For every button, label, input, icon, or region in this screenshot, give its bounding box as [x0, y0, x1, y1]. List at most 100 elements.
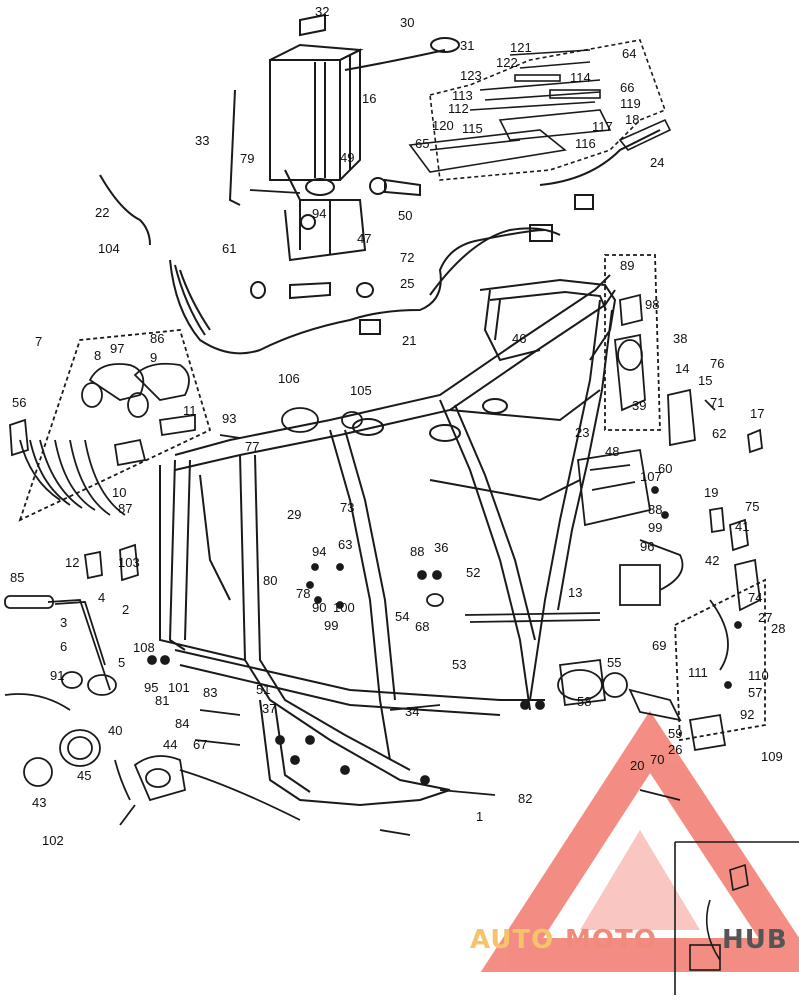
bolt-shafts: [119, 189, 681, 836]
callout-32: 32: [315, 4, 329, 19]
callout-56: 56: [12, 395, 26, 410]
callout-57: 57: [748, 685, 762, 700]
frame-assembly: [159, 274, 617, 807]
callout-6: 6: [60, 639, 67, 654]
callout-117: 117: [592, 119, 613, 134]
callout-93: 93: [222, 411, 236, 426]
callout-80: 80: [263, 573, 277, 588]
callout-28: 28: [771, 621, 785, 636]
callout-98: 98: [645, 297, 659, 312]
callout-99: 99: [648, 520, 662, 535]
callout-100: 100: [333, 600, 355, 615]
callout-64: 64: [622, 46, 636, 61]
callout-31: 31: [460, 38, 474, 53]
callout-19: 19: [704, 485, 718, 500]
callout-119: 119: [620, 96, 641, 111]
callout-13: 13: [568, 585, 582, 600]
callout-65: 65: [415, 136, 429, 151]
callout-25: 25: [400, 276, 414, 291]
callout-55: 55: [607, 655, 621, 670]
callout-94: 94: [312, 544, 326, 559]
airbox-assembly: [557, 578, 766, 752]
callout-107: 107: [640, 469, 662, 484]
callout-45: 45: [77, 768, 91, 783]
callout-46: 46: [512, 331, 526, 346]
callout-91: 91: [50, 668, 64, 683]
callout-94: 94: [312, 206, 326, 221]
callout-97: 97: [110, 341, 124, 356]
callout-88: 88: [410, 544, 424, 559]
callout-110: 110: [748, 668, 769, 683]
kickstand-assembly: [4, 543, 139, 696]
callout-88: 88: [648, 502, 662, 517]
callout-22: 22: [95, 205, 109, 220]
inset-panel: [674, 841, 799, 995]
callout-82: 82: [518, 791, 532, 806]
fasteners: [147, 486, 742, 785]
callout-77: 77: [245, 439, 259, 454]
callout-115: 115: [462, 121, 483, 136]
callout-14: 14: [675, 361, 689, 376]
callout-90: 90: [312, 600, 326, 615]
callout-102: 102: [42, 833, 64, 848]
callout-4: 4: [98, 590, 105, 605]
callout-71: 71: [710, 395, 724, 410]
callout-62: 62: [712, 426, 726, 441]
callout-95: 95: [144, 680, 158, 695]
callout-63: 63: [338, 537, 352, 552]
callout-105: 105: [350, 383, 372, 398]
callout-1: 1: [476, 809, 483, 824]
watermark-hub: HUB: [722, 925, 788, 955]
watermark-text: AUTO MOTO HUB: [470, 925, 788, 955]
callout-38: 38: [673, 331, 687, 346]
callout-21: 21: [402, 333, 416, 348]
callout-74: 74: [748, 590, 762, 605]
callout-92: 92: [740, 707, 754, 722]
callout-108: 108: [133, 640, 155, 655]
callout-59: 59: [668, 726, 682, 741]
callout-3: 3: [60, 615, 67, 630]
callout-123: 123: [460, 68, 482, 83]
callout-121: 121: [510, 40, 532, 55]
callout-43: 43: [32, 795, 46, 810]
callout-10: 10: [112, 485, 126, 500]
callout-109: 109: [761, 749, 783, 764]
callout-78: 78: [296, 586, 310, 601]
callout-47: 47: [357, 231, 371, 246]
callout-8: 8: [94, 348, 101, 363]
callout-24: 24: [650, 155, 664, 170]
callout-26: 26: [668, 742, 682, 757]
callout-41: 41: [735, 519, 749, 534]
callout-67: 67: [193, 737, 207, 752]
callout-50: 50: [398, 208, 412, 223]
callout-99: 99: [324, 618, 338, 633]
callout-33: 33: [195, 133, 209, 148]
electrical-panel: [408, 39, 672, 181]
exhaust-brackets: [9, 329, 212, 522]
callout-42: 42: [705, 553, 719, 568]
callout-2: 2: [122, 602, 129, 617]
callout-17: 17: [750, 406, 764, 421]
callout-103: 103: [118, 555, 140, 570]
watermark-moto: MOTO: [565, 925, 657, 955]
callout-15: 15: [698, 373, 712, 388]
callout-116: 116: [575, 136, 596, 151]
callout-72: 72: [400, 250, 414, 265]
callout-49: 49: [340, 150, 354, 165]
horn-assembly: [4, 693, 301, 821]
callout-111: 111: [688, 665, 708, 680]
callout-58: 58: [577, 694, 591, 709]
callout-61: 61: [222, 241, 236, 256]
callout-85: 85: [10, 570, 24, 585]
callout-29: 29: [287, 507, 301, 522]
callout-9: 9: [150, 350, 157, 365]
callout-112: 112: [448, 101, 469, 116]
callout-37: 37: [262, 701, 276, 716]
callout-66: 66: [620, 80, 634, 95]
callout-36: 36: [434, 540, 448, 555]
callout-87: 87: [118, 501, 132, 516]
callout-68: 68: [415, 619, 429, 634]
callout-120: 120: [432, 118, 454, 133]
